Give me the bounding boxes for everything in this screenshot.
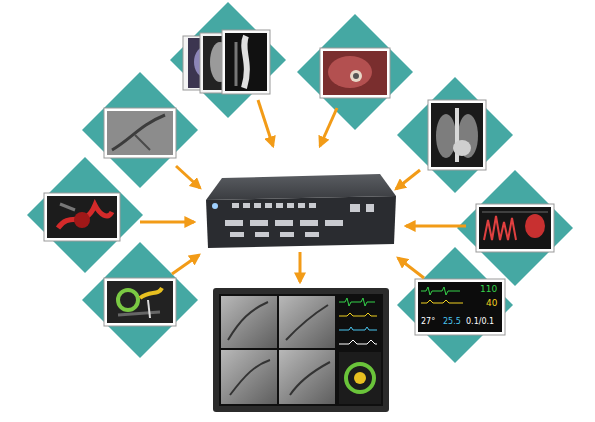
diamond bbox=[27, 157, 143, 273]
arrow bbox=[140, 221, 194, 224]
arrow bbox=[396, 170, 420, 189]
arrow bbox=[320, 108, 337, 146]
diamond bbox=[297, 14, 413, 130]
vital-reading: 40 bbox=[486, 299, 497, 308]
arrow bbox=[299, 252, 302, 282]
arrow bbox=[258, 100, 273, 146]
diamond bbox=[82, 242, 198, 358]
display-monitor bbox=[213, 288, 389, 412]
diamond bbox=[397, 77, 513, 193]
arrow bbox=[398, 258, 424, 278]
3d-vessel-image bbox=[44, 193, 120, 241]
vital-reading: 25.5 bbox=[443, 318, 461, 326]
3d-reconstruction-image bbox=[104, 278, 176, 326]
vital-reading: 110 bbox=[480, 285, 497, 294]
vital-reading: 27° bbox=[421, 318, 435, 326]
video-router-device bbox=[206, 174, 396, 248]
arrow bbox=[176, 166, 200, 188]
teal-diamonds bbox=[27, 2, 573, 363]
vital-signs-image bbox=[415, 279, 505, 335]
endoscopy-image bbox=[320, 48, 390, 98]
arrow bbox=[172, 255, 199, 274]
angiography-image bbox=[104, 108, 176, 158]
chest-xray-image bbox=[428, 100, 486, 170]
ultrasound-image bbox=[476, 204, 554, 252]
arrow bbox=[406, 225, 466, 228]
vital-reading: 0.1/0.1 bbox=[466, 318, 494, 326]
xray-stack-image bbox=[183, 30, 270, 94]
arrows bbox=[140, 100, 466, 282]
diamond bbox=[170, 2, 286, 118]
diamond bbox=[397, 247, 513, 363]
